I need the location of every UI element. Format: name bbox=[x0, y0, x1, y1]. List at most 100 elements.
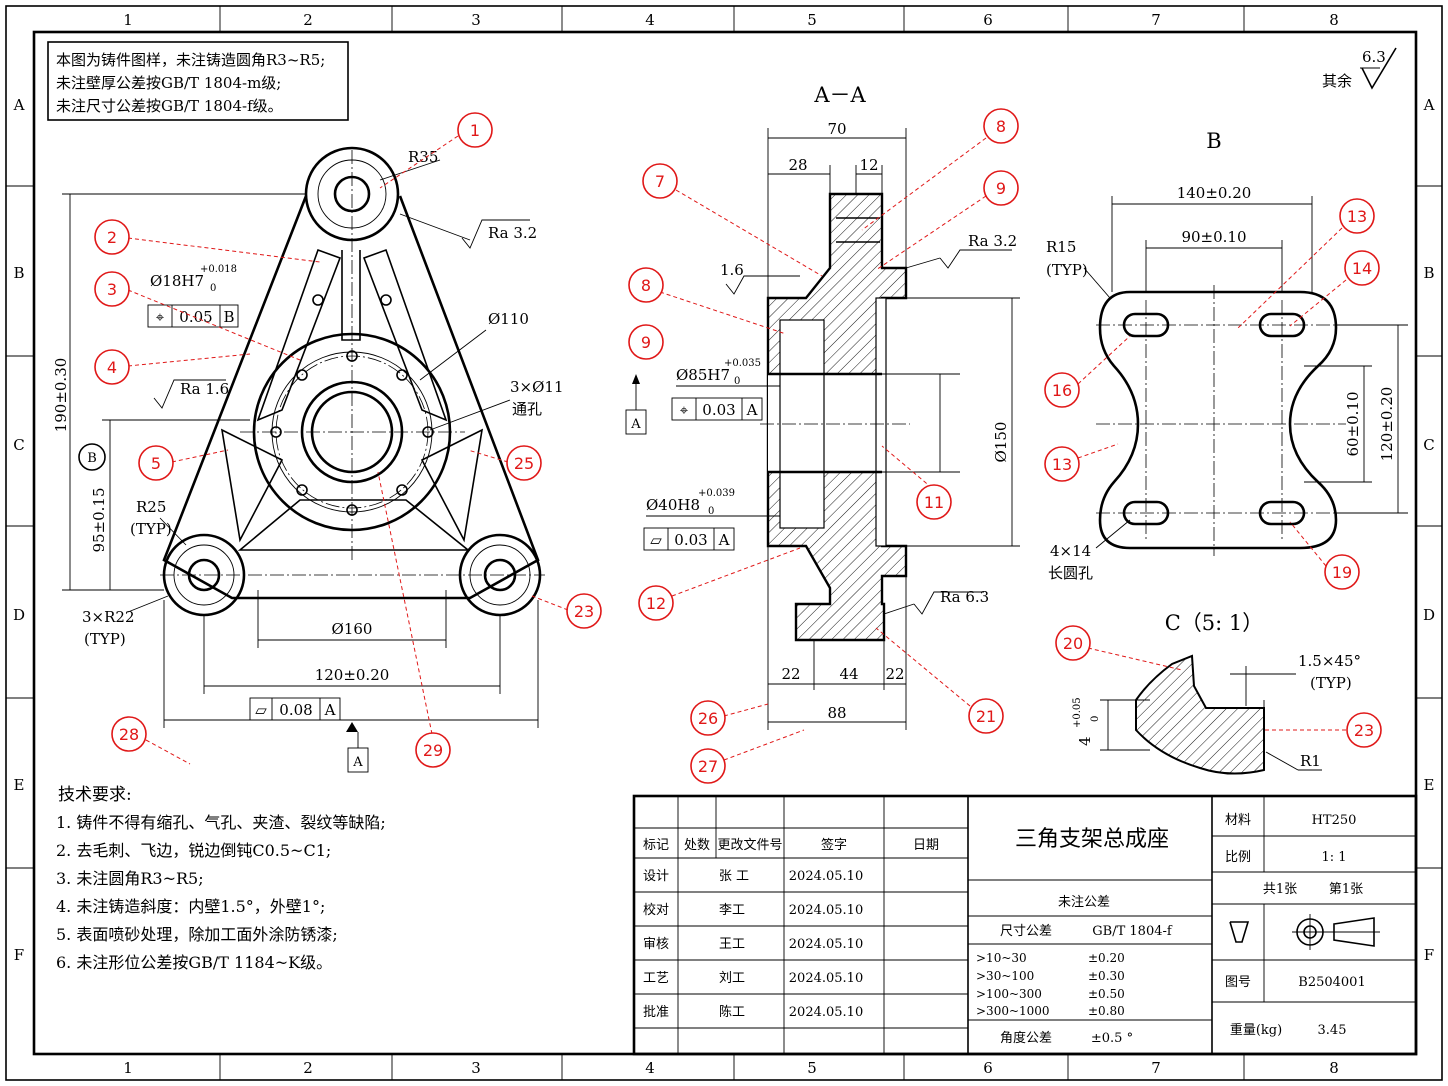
dim-phi85-lo: 0 bbox=[734, 376, 740, 387]
col-label: 7 bbox=[1151, 11, 1161, 29]
balloon: 20 bbox=[1055, 625, 1091, 661]
balloon: 23 bbox=[1346, 712, 1382, 748]
part-name: 三角支架总成座 bbox=[1015, 827, 1169, 852]
note-line: 未注壁厚公差按GB/T 1804-m级; bbox=[56, 74, 281, 92]
balloon: 21 bbox=[968, 698, 1004, 734]
tb-role: 批准 bbox=[643, 1005, 669, 1020]
dim-phi18: Ø18H7 bbox=[150, 272, 204, 290]
roughness-label: 其余 bbox=[1322, 72, 1352, 90]
tb-date: 2024.05.10 bbox=[789, 903, 863, 918]
row-label: B bbox=[13, 264, 24, 282]
drawing-no: B2504001 bbox=[1298, 975, 1365, 990]
tb-role: 校对 bbox=[643, 902, 669, 918]
tb-date: 2024.05.10 bbox=[789, 937, 863, 952]
row-label: E bbox=[1424, 776, 1435, 794]
tb-name: 王工 bbox=[719, 937, 745, 952]
tb-role: 工艺 bbox=[643, 971, 669, 986]
balloon: 9 bbox=[983, 170, 1019, 206]
balloon-number: 5 bbox=[151, 454, 161, 473]
balloon-number: 9 bbox=[641, 333, 651, 352]
balloon: 11 bbox=[916, 484, 952, 520]
balloon: 26 bbox=[690, 700, 726, 736]
tb-header: 签字 bbox=[821, 837, 847, 853]
balloon: 16 bbox=[1044, 372, 1080, 408]
balloon: 27 bbox=[690, 748, 726, 784]
rough-1-6: 1.6 bbox=[720, 261, 744, 279]
tol-range: >30~100 bbox=[976, 969, 1034, 983]
tb-role: 设计 bbox=[643, 869, 669, 884]
row-label: D bbox=[13, 606, 25, 624]
dim-r22-typ: (TYP) bbox=[84, 630, 126, 648]
balloon-number: 19 bbox=[1332, 563, 1352, 582]
row-label: C bbox=[13, 436, 24, 454]
balloon: 8 bbox=[628, 267, 664, 303]
tb-date: 2024.05.10 bbox=[789, 869, 863, 884]
flat-val: 0.08 bbox=[279, 701, 312, 719]
flat-val-section: 0.03 bbox=[674, 531, 707, 549]
balloon-number: 4 bbox=[107, 358, 117, 377]
tech-req-title: 技术要求: bbox=[58, 785, 132, 805]
col-label: 3 bbox=[471, 11, 481, 29]
tb-name: 张 工 bbox=[719, 869, 749, 884]
drawing-no-label: 图号 bbox=[1225, 975, 1251, 990]
col-label: 4 bbox=[645, 1059, 655, 1077]
tb-name: 李工 bbox=[719, 903, 745, 918]
balloon: 3 bbox=[94, 271, 130, 307]
weight: 3.45 bbox=[1318, 1023, 1347, 1038]
default-roughness: 6.3 其余 bbox=[1322, 47, 1397, 90]
tb-role: 审核 bbox=[643, 937, 669, 952]
dim-r22: 3×R22 bbox=[82, 608, 135, 626]
col-label: 2 bbox=[303, 11, 313, 29]
dim-95: 95±0.15 bbox=[90, 487, 108, 552]
balloon-number: 23 bbox=[1354, 721, 1374, 740]
col-label: 1 bbox=[123, 11, 133, 29]
col-label: 2 bbox=[303, 1059, 313, 1077]
pos-val: 0.03 bbox=[702, 401, 735, 419]
tech-requirements: 技术要求: 1. 铸件不得有缩孔、气孔、夹渣、裂纹等缺陷; 2. 去毛刺、飞边，… bbox=[56, 785, 386, 972]
balloon-number: 13 bbox=[1347, 207, 1367, 226]
balloon: 1 bbox=[457, 112, 493, 148]
tech-req-item: 6. 未注形位公差按GB/T 1184~K级。 bbox=[56, 953, 332, 972]
balloon-leaders bbox=[127, 135, 1347, 765]
tech-req-item: 4. 未注铸造斜度：内壁1.5°，外壁1°; bbox=[56, 897, 325, 916]
dim-h4-lo: 0 bbox=[1090, 716, 1101, 722]
dim-88: 88 bbox=[827, 704, 846, 722]
tol-val: ±0.30 bbox=[1088, 969, 1125, 983]
tol-range: >100~300 bbox=[976, 987, 1042, 1001]
dim-190: 190±0.30 bbox=[52, 358, 70, 433]
balloon-number: 8 bbox=[996, 117, 1006, 136]
weight-label: 重量(kg) bbox=[1230, 1022, 1282, 1038]
dim-120-b: 120±0.20 bbox=[1378, 387, 1396, 462]
dim-44: 44 bbox=[839, 665, 858, 683]
grid-ticks bbox=[6, 6, 1442, 1080]
balloon-number: 2 bbox=[107, 228, 117, 247]
balloon: 28 bbox=[111, 716, 147, 752]
tol-sym: ⌖ bbox=[156, 308, 165, 326]
datum-b-label: B bbox=[87, 451, 97, 466]
row-label: D bbox=[1423, 606, 1435, 624]
balloon-number: 7 bbox=[655, 172, 665, 191]
dim-phi18-up: +0.018 bbox=[200, 264, 237, 275]
dim-12: 12 bbox=[859, 156, 878, 174]
dim-r35: R35 bbox=[408, 148, 438, 166]
tb-header: 标记 bbox=[643, 838, 669, 853]
col-label: 1 bbox=[123, 1059, 133, 1077]
pos-sym: ⌖ bbox=[680, 401, 689, 419]
row-label: A bbox=[1423, 96, 1435, 114]
balloons: 1 2 3 4 5 25 23 28 29 7 8 9 8 9 11 12 21… bbox=[94, 108, 1382, 784]
note-line: 未注尺寸公差按GB/T 1804-f级。 bbox=[56, 97, 283, 115]
roughness-value: 6.3 bbox=[1362, 48, 1386, 66]
tb-date: 2024.05.10 bbox=[789, 971, 863, 986]
tb-name: 刘工 bbox=[719, 971, 745, 986]
dim-phi110: Ø110 bbox=[488, 310, 529, 328]
dim-h4-up: +0.05 bbox=[1072, 697, 1083, 728]
balloon: 5 bbox=[138, 445, 174, 481]
dim-28: 28 bbox=[788, 156, 807, 174]
view-b-title: B bbox=[1206, 129, 1221, 153]
dim-r15-typ: (TYP) bbox=[1046, 261, 1088, 279]
col-label: 8 bbox=[1329, 11, 1339, 29]
balloon: 19 bbox=[1324, 554, 1360, 590]
angle-label: 角度公差 bbox=[1000, 1030, 1052, 1046]
dim-22b: 22 bbox=[885, 665, 904, 683]
title-block: 标记 处数 更改文件号 签字 日期 设计 张 工 2024.05.10 校对 李… bbox=[632, 794, 1418, 1056]
